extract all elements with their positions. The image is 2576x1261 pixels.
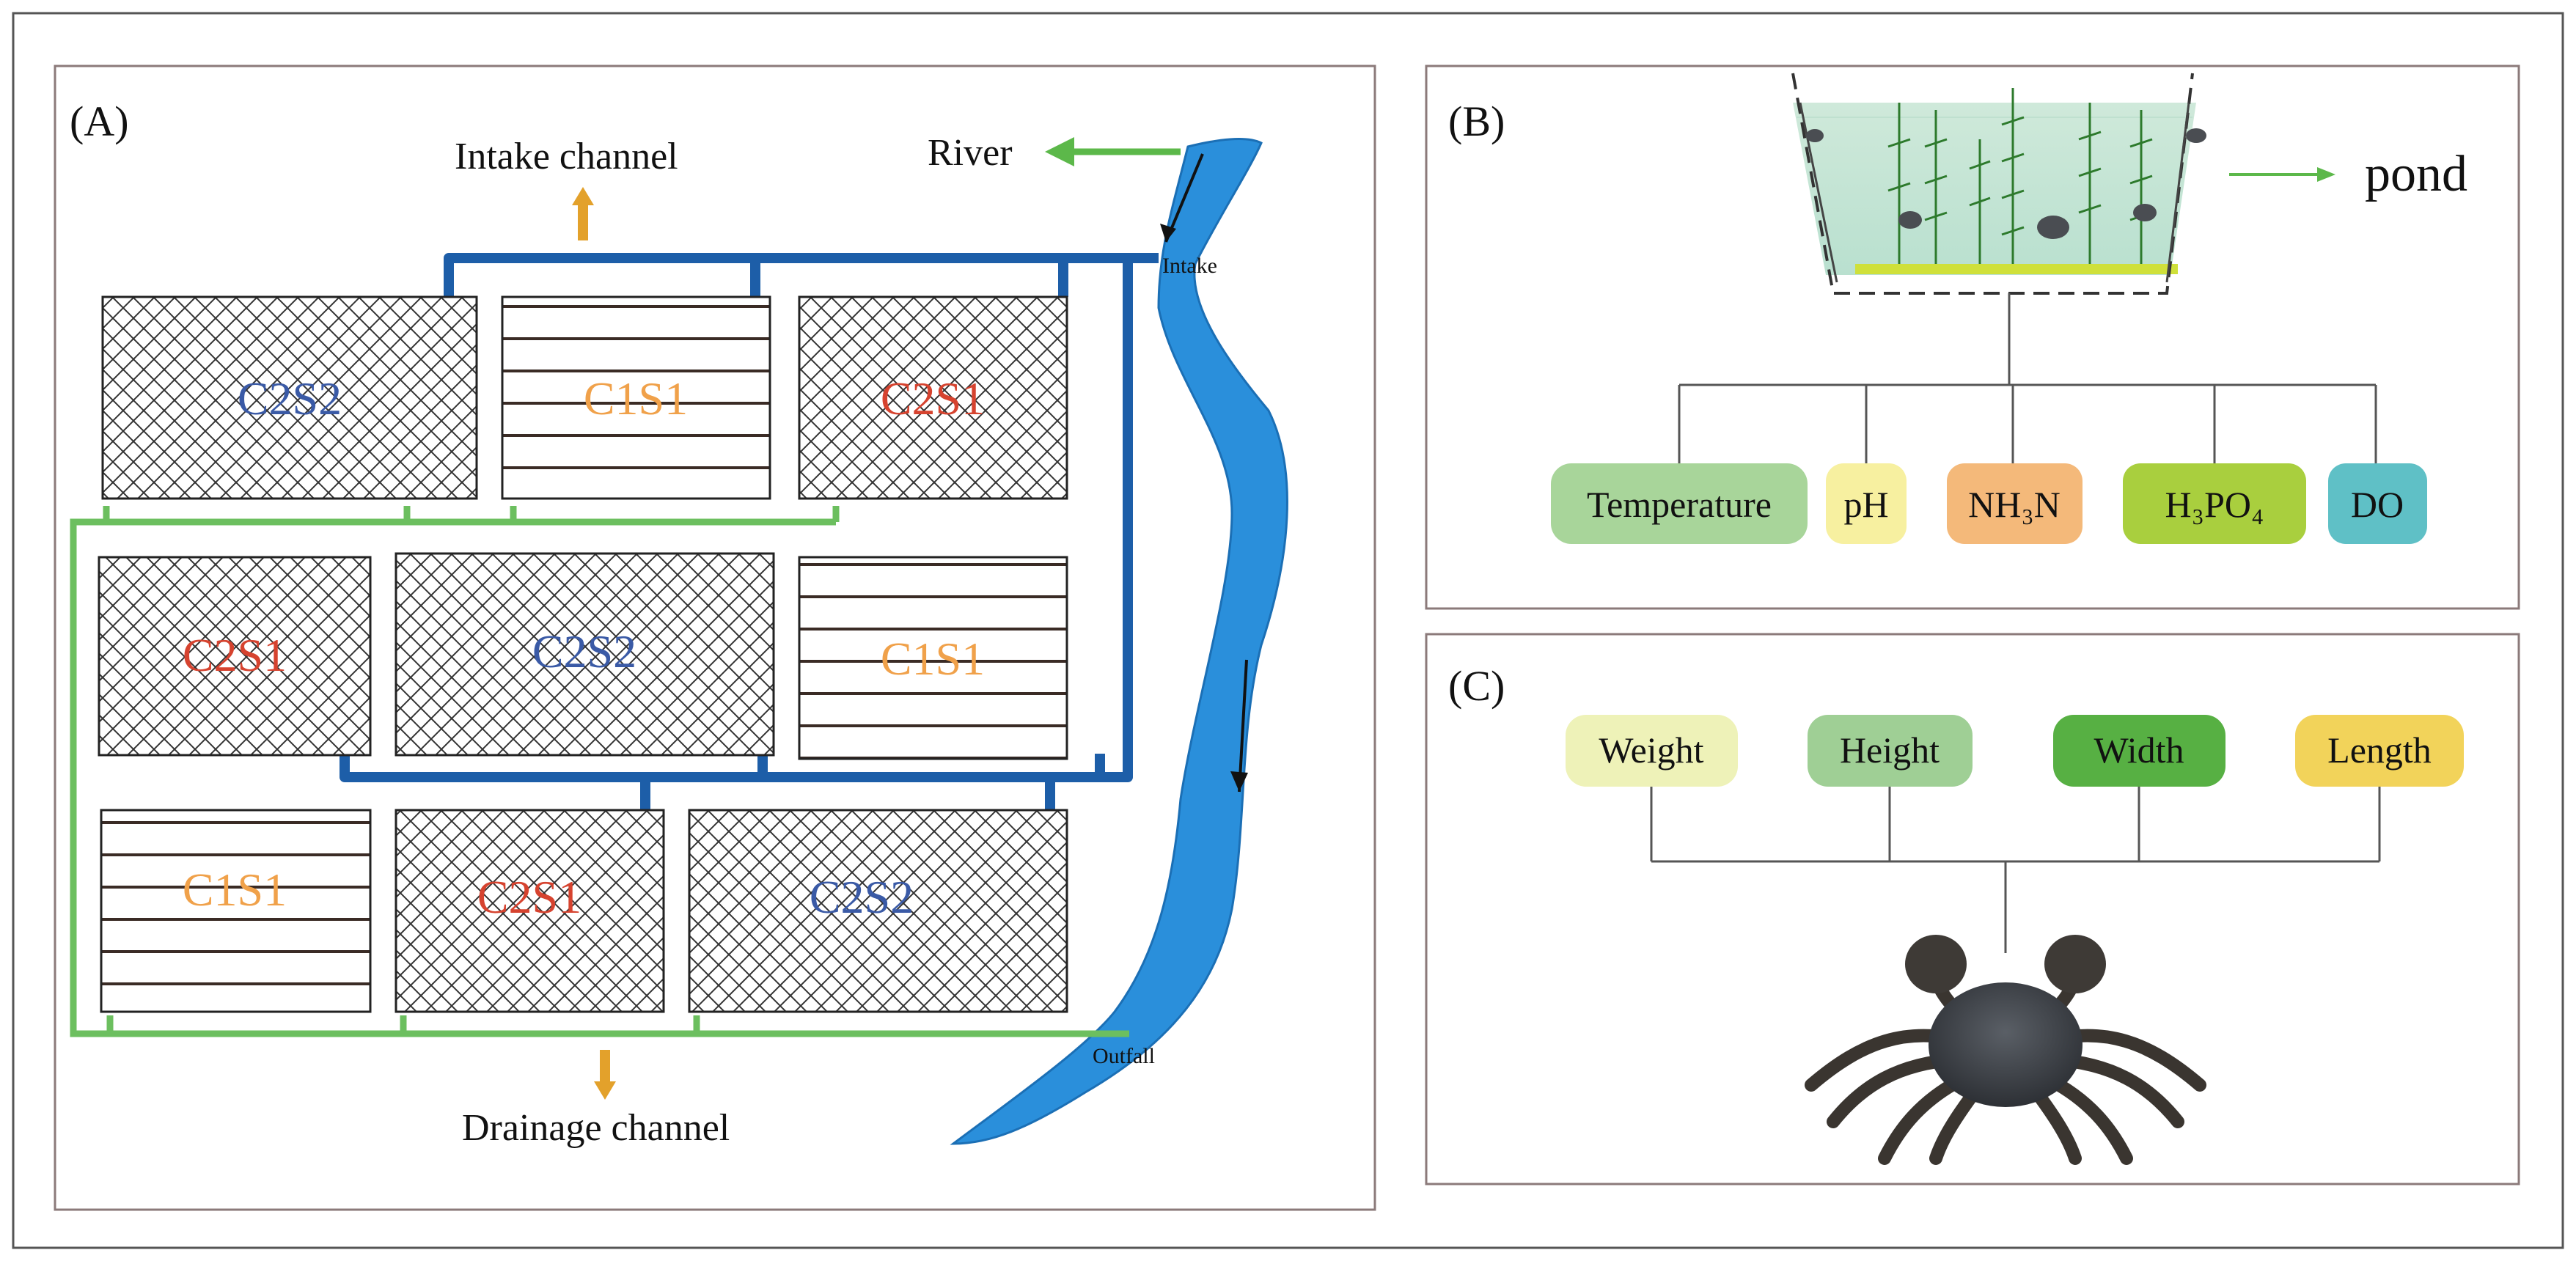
pond-8: C2S1 — [395, 809, 665, 1013]
parameter-tree — [1678, 293, 2377, 463]
measure-height — [1808, 715, 1973, 787]
pond-2: C1S1 — [501, 295, 771, 500]
pond-grid: C2S2 C1S1 C2S1 C2S1 C2S2 C1S1 C1S1 C2S1 … — [98, 295, 1068, 1013]
parameter-boxes: Temperature pH NH₃N H₃PO₄ DO — [1551, 463, 2427, 544]
measure-length — [2295, 715, 2464, 787]
pond-label: C2S1 — [477, 871, 581, 923]
river-label: River — [928, 132, 1013, 174]
pond-label: C2S2 — [532, 625, 636, 677]
parameter-temperature — [1551, 463, 1808, 544]
panel-b-label: (B) — [1448, 98, 1505, 145]
panel-a: (A) River Intake channel Intake — [54, 65, 1376, 1211]
aquatic-plants — [1887, 88, 2153, 264]
pond-label: C2S1 — [183, 629, 287, 681]
parameter-label: pH — [1843, 484, 1888, 525]
measure-width — [2053, 715, 2225, 787]
crab-illustration — [1805, 935, 2206, 1165]
pond-3: C2S1 — [798, 295, 1068, 500]
river-flow-arrow-bottom — [1238, 659, 1248, 793]
outfall-label: Outfall — [1093, 1044, 1155, 1068]
panel-b: (B) — [1425, 65, 2520, 610]
parameter-nh3n — [1947, 463, 2083, 544]
panel-c-label: (C) — [1448, 662, 1505, 710]
figure-frame — [12, 12, 2564, 1249]
crab-shell — [1929, 982, 2083, 1107]
pond-9: C2S2 — [688, 809, 1068, 1013]
pond-label: C1S1 — [584, 372, 688, 424]
drainage-pipe — [70, 506, 1129, 1037]
pond-4: C2S1 — [98, 556, 372, 757]
pond-illustration — [1791, 73, 2206, 295]
pond-7: C1S1 — [100, 809, 372, 1013]
measure-weight — [1566, 715, 1738, 787]
left-claw — [1905, 935, 1967, 993]
parameter-label: DO — [2351, 484, 2404, 525]
crab-icons — [1806, 128, 2206, 239]
river-flow-arrow-top — [1164, 153, 1204, 243]
river — [950, 138, 1288, 1145]
measure-boxes: Weight Height Width Length — [1566, 715, 2464, 787]
measure-tree — [1650, 787, 2381, 953]
panel-c-border — [1425, 633, 2520, 1185]
pond-6: C1S1 — [798, 556, 1068, 760]
parameter-h3po4 — [2123, 463, 2306, 544]
measure-label: Length — [2327, 729, 2432, 771]
right-claw — [2044, 935, 2106, 993]
pond-label: C1S1 — [881, 633, 985, 685]
pond-label: C1S1 — [183, 864, 287, 916]
parameter-do — [2328, 463, 2427, 544]
intake-channel-arrow — [578, 204, 588, 240]
pond-label: C2S1 — [881, 372, 985, 424]
parameter-ph — [1826, 463, 1907, 544]
panel-b-border — [1425, 65, 2520, 610]
pond-sediment — [1855, 264, 2178, 274]
pond-label: C2S2 — [238, 372, 342, 424]
pond-arrow-head — [2317, 167, 2335, 182]
intake-label: Intake — [1162, 254, 1217, 278]
drainage-channel-arrow — [600, 1050, 610, 1083]
pond-label: C2S2 — [810, 871, 914, 923]
panel-c: (C) Weight Height Width Length — [1425, 633, 2520, 1185]
intake-channel-label: Intake channel — [455, 136, 678, 177]
intake-pipe — [340, 253, 1159, 810]
pond-label: pond — [2365, 146, 2467, 202]
measure-label: Width — [2094, 729, 2184, 771]
panel-a-border — [54, 65, 1376, 1211]
parameter-label: H₃PO₄ — [2165, 484, 2264, 525]
parameter-label: NH₃N — [1968, 484, 2061, 525]
pond-5: C2S2 — [395, 552, 775, 757]
measure-label: Height — [1840, 729, 1940, 771]
river-arrow-head — [1045, 137, 1074, 166]
measure-label: Weight — [1599, 729, 1703, 771]
panel-a-label: (A) — [70, 98, 129, 145]
parameter-label: Temperature — [1587, 484, 1772, 525]
drainage-channel-label: Drainage channel — [462, 1107, 730, 1149]
pond-1: C2S2 — [101, 295, 478, 500]
